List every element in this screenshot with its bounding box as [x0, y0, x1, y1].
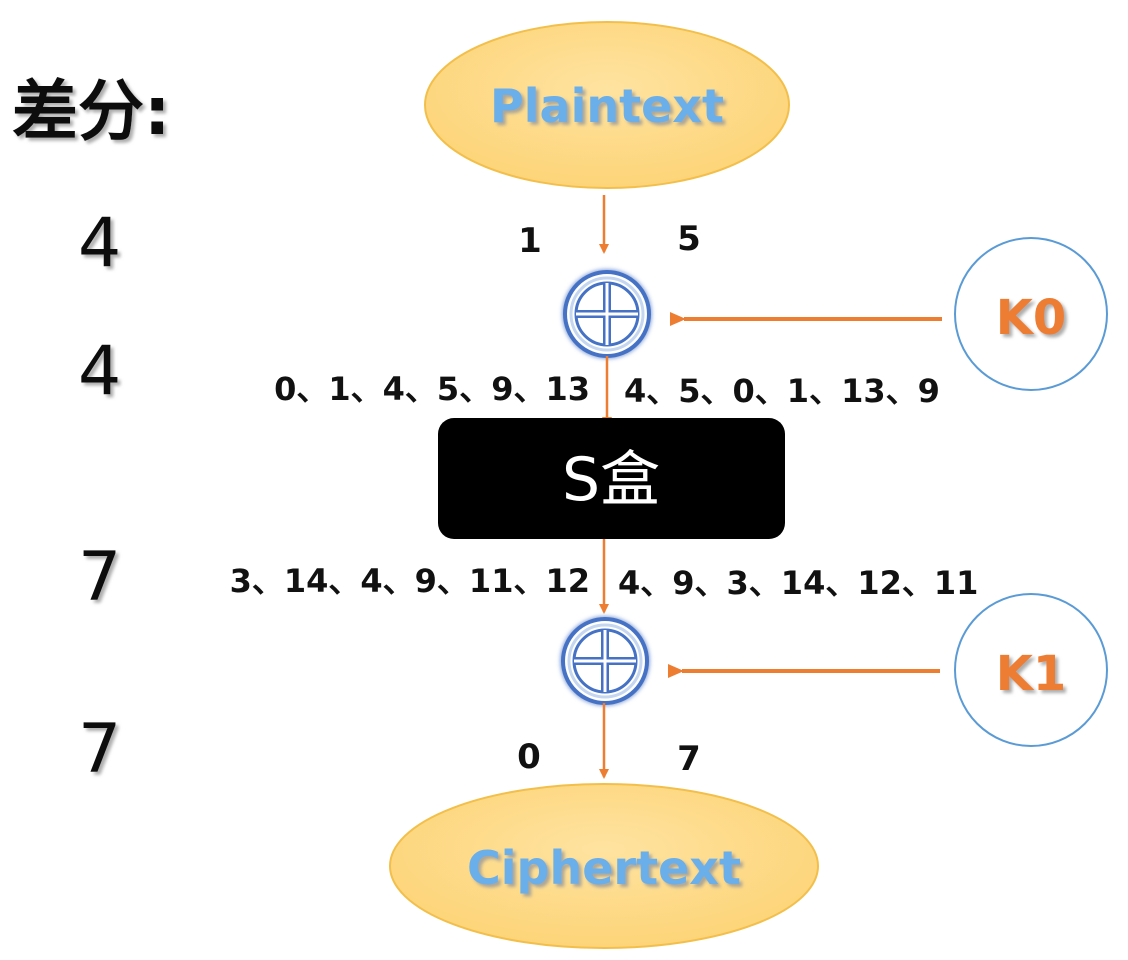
xor-icon: [563, 270, 651, 358]
difference-after-sbox: 7: [78, 538, 121, 617]
sbox-input-list-right: 4、5、0、1、13、9: [624, 372, 940, 410]
difference-plaintext: 4: [78, 204, 121, 283]
xor-icon: [561, 617, 649, 705]
sbox-output-list-left: 3、14、4、9、11、12: [230, 562, 590, 600]
diagram-title: 差分:: [12, 73, 170, 150]
ciphertext-node: Ciphertext: [389, 783, 819, 949]
sbox-label: S盒: [562, 445, 660, 515]
plaintext-value-left: 1: [518, 221, 542, 261]
difference-ciphertext: 7: [78, 710, 121, 789]
plaintext-label: Plaintext: [490, 79, 724, 133]
sbox-node: S盒: [438, 418, 785, 539]
key-k0-label: K0: [996, 290, 1067, 346]
difference-after-k0: 4: [78, 332, 121, 411]
ciphertext-value-right: 7: [677, 739, 701, 779]
ciphertext-value-left: 0: [517, 737, 541, 777]
ciphertext-label: Ciphertext: [467, 841, 741, 895]
key-k0-node: K0: [954, 237, 1108, 391]
sbox-input-list-left: 0、1、4、5、9、13: [274, 370, 590, 408]
key-k1-node: K1: [954, 593, 1108, 747]
key-k1-label: K1: [996, 646, 1067, 702]
plaintext-value-right: 5: [677, 219, 701, 259]
plaintext-node: Plaintext: [424, 21, 790, 189]
sbox-output-list-right: 4、9、3、14、12、11: [618, 564, 978, 602]
